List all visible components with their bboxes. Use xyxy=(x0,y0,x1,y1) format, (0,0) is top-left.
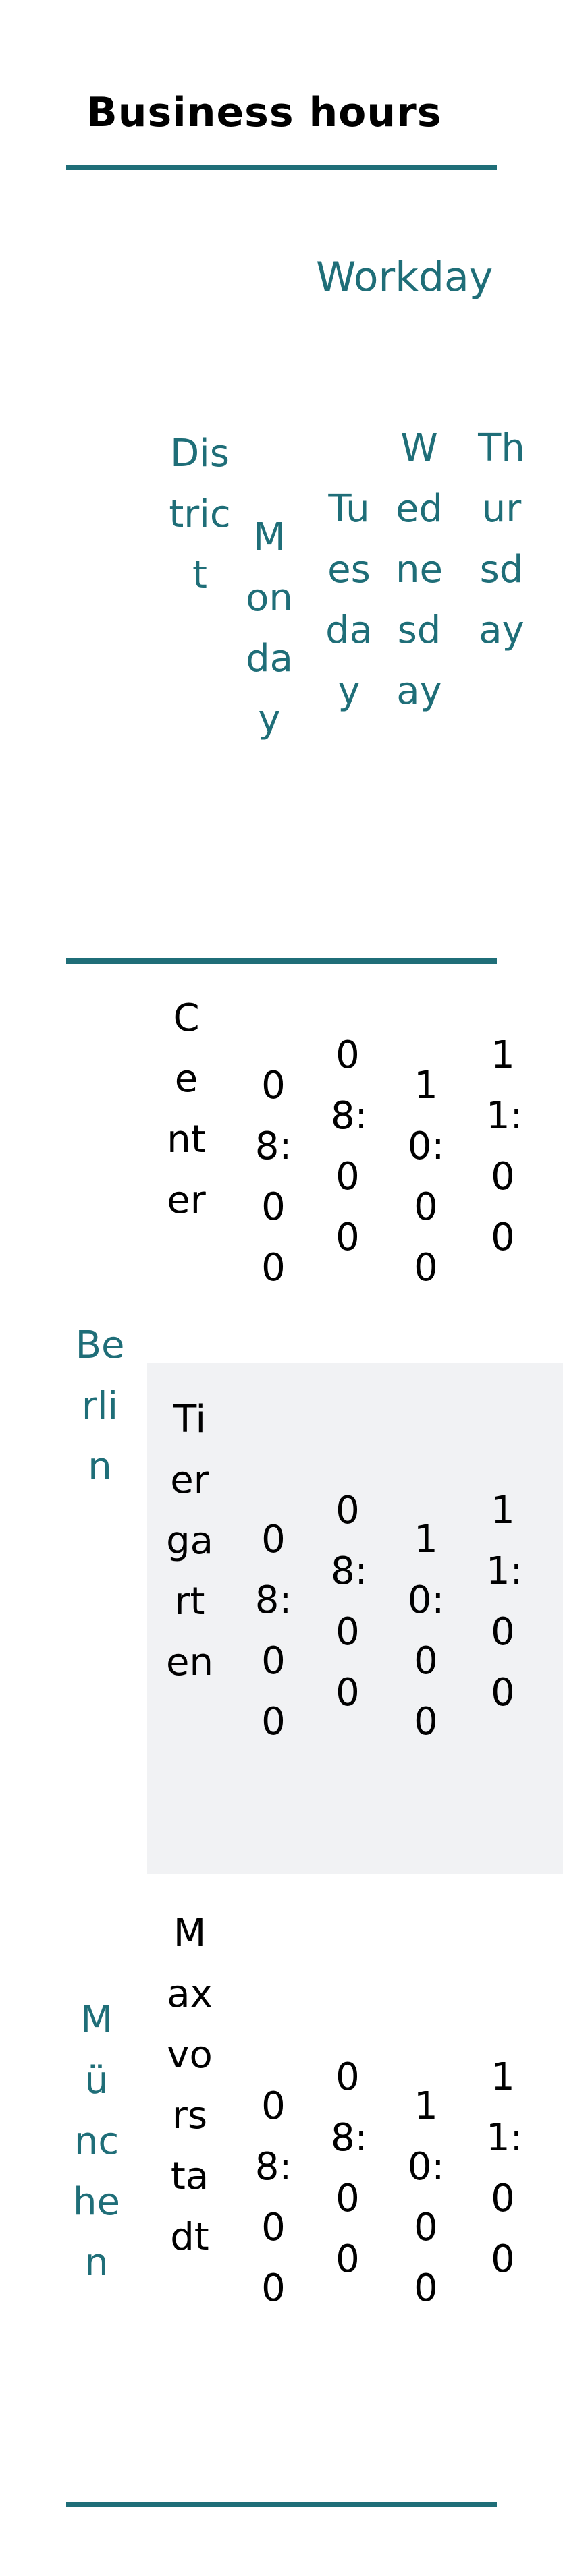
city-munchen: München xyxy=(73,1998,120,2285)
header-divider xyxy=(66,958,497,964)
table-row-center-thursday: 11:00 xyxy=(486,1033,523,1259)
table-row-maxvorstadt-monday: 08:00 xyxy=(254,2084,292,2310)
table-row-tiergarten-wednesday: 10:00 xyxy=(407,1518,445,1744)
table-row-center-tuesday: 08:00 xyxy=(331,1033,368,1259)
title-underline xyxy=(66,165,497,170)
table-row-center-wednesday: 10:00 xyxy=(407,1064,445,1290)
table-row-maxvorstadt-district: Maxvorstadt xyxy=(167,1912,213,2259)
column-header-tuesday: Tuesday xyxy=(325,487,373,713)
table-row-center-monday: 08:00 xyxy=(254,1064,292,1290)
table-row-maxvorstadt-tuesday: 08:00 xyxy=(331,2055,368,2281)
column-header-monday: Monday xyxy=(246,515,293,741)
business-hours-page: Business hours Workday District Monday T… xyxy=(66,0,563,2576)
table-row-maxvorstadt-thursday: 11:00 xyxy=(486,2055,523,2281)
column-header-thursday: Thursday xyxy=(478,426,525,652)
table-row-center-district: Center xyxy=(167,996,206,1222)
city-berlin: Berlin xyxy=(75,1323,125,1489)
column-header-district: District xyxy=(169,432,231,597)
hours-table[interactable]: Workday District Monday Tuesday Wednesda… xyxy=(66,0,563,2576)
table-row-tiergarten-tuesday: 08:00 xyxy=(331,1489,368,1715)
row-stripe xyxy=(147,1363,563,1874)
table-row-tiergarten-monday: 08:00 xyxy=(254,1518,292,1744)
column-header-wednesday: Wednesday xyxy=(396,426,443,713)
page-title: Business hours xyxy=(86,89,442,136)
table-row-tiergarten-district: Tiergarten xyxy=(166,1398,213,1684)
table-row-tiergarten-thursday: 11:00 xyxy=(486,1489,523,1715)
table-bottom-rule xyxy=(66,2502,497,2507)
table-row-maxvorstadt-wednesday: 10:00 xyxy=(407,2084,445,2310)
workday-group-header: Workday xyxy=(316,254,493,301)
